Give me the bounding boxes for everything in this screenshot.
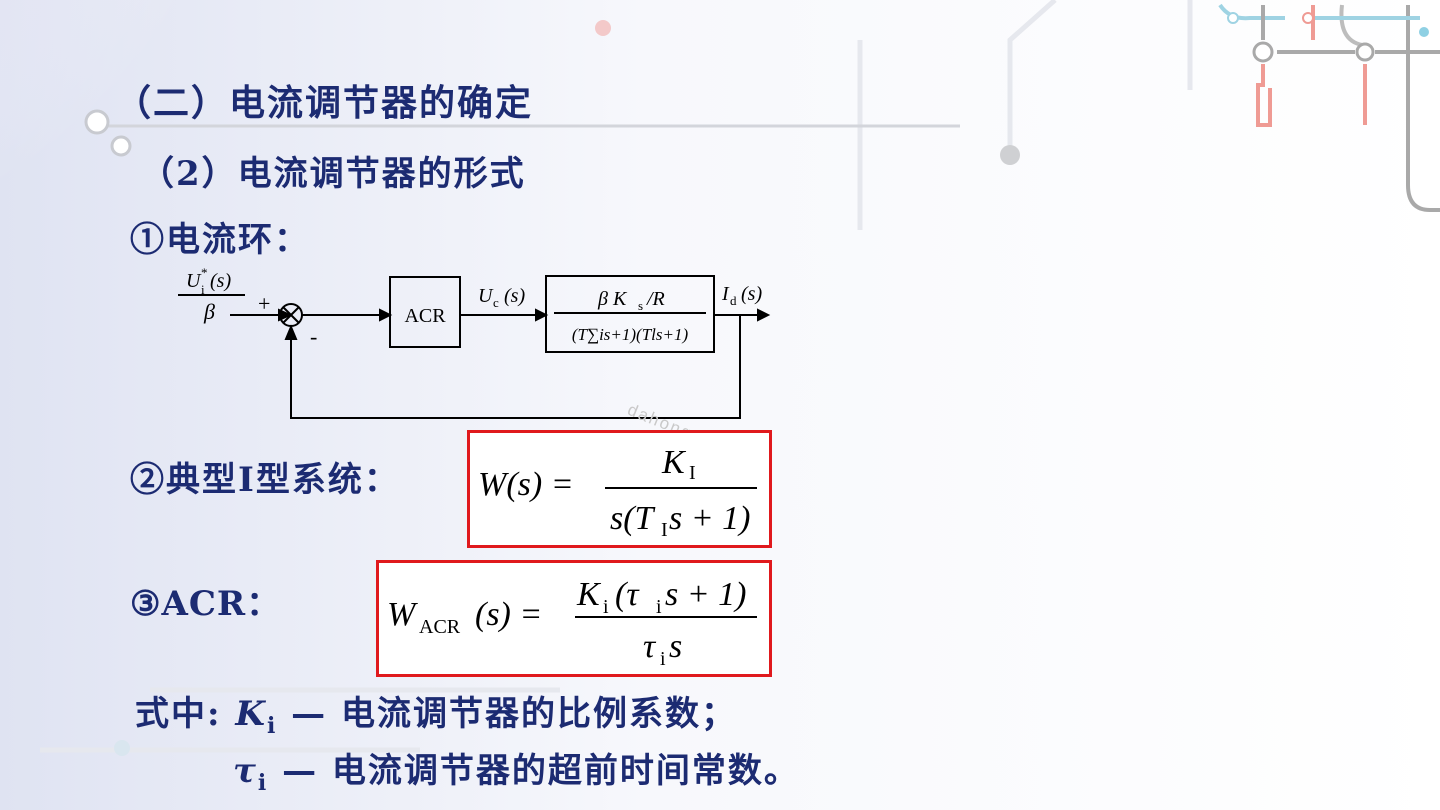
acr-lhs-sub: ACR (419, 616, 461, 638)
uc-label: U (478, 285, 494, 307)
w-numerator: K (661, 444, 687, 481)
w-denominator-sub: I (661, 519, 668, 541)
note-ki: 式中: Ki — 电流调节器的比例系数； (135, 686, 738, 739)
output-label: I (721, 283, 730, 305)
acr-block (389, 276, 461, 348)
plant-numerator: β K (597, 288, 628, 310)
acr-label: ACR (404, 305, 446, 327)
section-title: （二）电流调节器的确定 (115, 82, 534, 124)
type1-transfer-function-box: W(s) = K I s(T I s + 1) (467, 430, 772, 548)
plant-numerator-tail: /R (646, 288, 665, 310)
note-ki-sub: i (266, 713, 278, 739)
item-acr-label: ③ACR： (130, 584, 282, 624)
note-taui-text: — 电流调节器的超前时间常数。 (268, 751, 800, 791)
subsection-title: （2）电流调节器的形式 (140, 154, 526, 194)
acr-numerator-k-sub: i (603, 596, 609, 618)
acr-lhs-w: W (387, 596, 418, 633)
acr-denominator-sub: i (660, 648, 666, 670)
note-taui-symbol: τ (233, 751, 258, 791)
note-taui: τi — 电流调节器的超前时间常数。 (233, 743, 800, 796)
item-current-loop-label: ①电流环： (130, 220, 310, 260)
acr-denominator: τ (643, 628, 657, 665)
input-denominator: β (203, 299, 215, 324)
acr-numerator-tau-sub: i (656, 596, 662, 618)
input-numerator: U (186, 270, 202, 292)
plant-numerator-sub: s (638, 298, 643, 313)
type1-equation: W(s) = K I s(T I s + 1) (478, 444, 757, 541)
acr-denominator-s: s (669, 628, 682, 665)
w-denominator-a: s(T (610, 500, 656, 537)
summing-minus: - (310, 324, 317, 349)
output-sub: d (730, 293, 737, 308)
acr-numerator-b: s + 1) (665, 576, 747, 613)
input-sub: i (201, 282, 205, 297)
w-lhs: W(s) = (478, 466, 574, 503)
output-arg: (s) (741, 283, 762, 305)
note-prefix: 式中: (135, 694, 222, 734)
w-numerator-sub: I (689, 462, 696, 484)
note-taui-sub: i (257, 770, 269, 796)
acr-numerator-k: K (576, 576, 602, 613)
acr-equation: W ACR (s) = K i (τ i s + 1) τ i s (387, 576, 757, 670)
acr-transfer-function-box: W ACR (s) = K i (τ i s + 1) τ i s (376, 560, 772, 677)
uc-arg: (s) (504, 285, 525, 307)
input-arg: (s) (210, 270, 231, 292)
summing-plus: + (258, 291, 270, 316)
uc-sub: c (493, 295, 499, 310)
input-sup: * (201, 265, 208, 280)
note-ki-symbol: K (235, 694, 267, 734)
w-denominator-b: s + 1) (669, 500, 751, 537)
item-type1-label: ②典型I型系统： (130, 460, 400, 500)
plant-denominator: (T∑is+1)(Tls+1) (572, 325, 689, 344)
current-loop-block-diagram: U * i (s) β + - ACR U c (s) β K s /R (T∑… (178, 265, 771, 419)
acr-lhs-tail: (s) = (475, 596, 542, 633)
note-ki-text: — 电流调节器的比例系数； (277, 694, 738, 734)
acr-numerator-a: (τ (615, 576, 640, 613)
